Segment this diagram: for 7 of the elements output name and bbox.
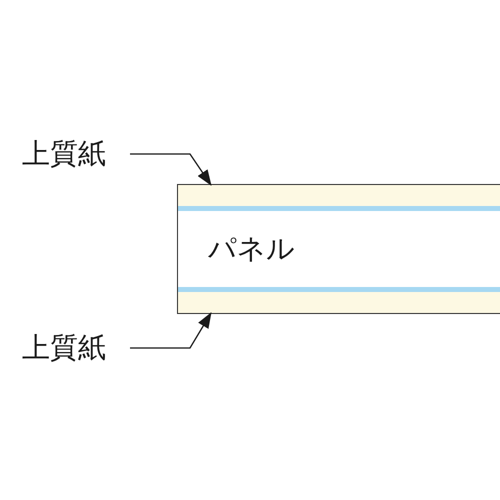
paper-label: 上質紙 [22, 334, 106, 362]
leader-arrow [130, 312, 212, 349]
leader-arrow [130, 153, 212, 186]
paper-label: 上質紙 [22, 140, 106, 168]
paper-layer [178, 185, 500, 206]
paper-layer [178, 292, 500, 313]
panel-label: パネル [208, 235, 295, 263]
